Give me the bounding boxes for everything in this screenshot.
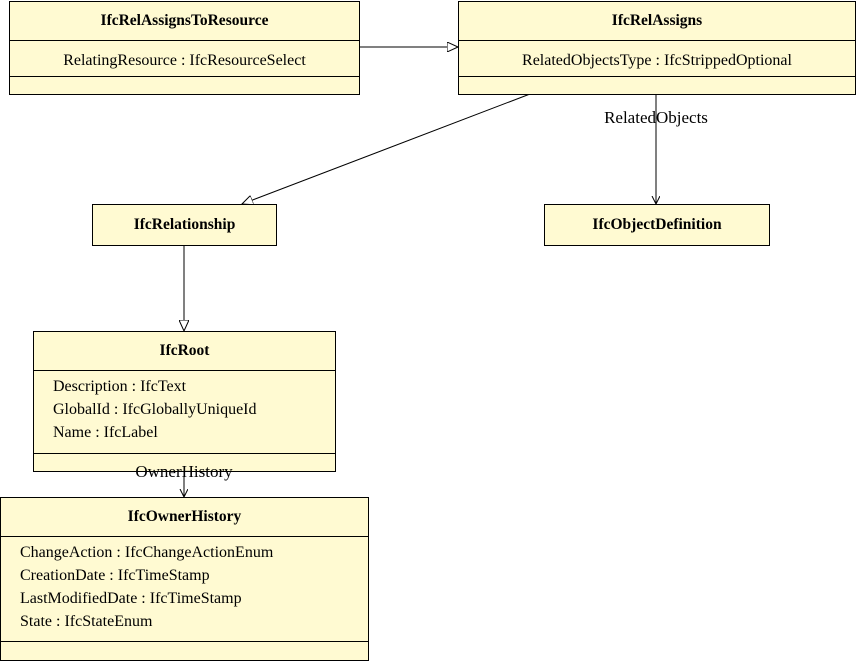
- class-attributes: Description : IfcText GlobalId : IfcGlob…: [34, 370, 335, 453]
- class-operations: [34, 453, 335, 472]
- class-name: IfcOwnerHistory: [127, 508, 242, 525]
- class-attribute: LastModifiedDate : IfcTimeStamp: [20, 590, 242, 607]
- generalization-edge-relassigns-to-relationship: [242, 93, 531, 204]
- class-name: IfcObjectDefinition: [592, 216, 722, 233]
- class-ifc-relationship[interactable]: IfcRelationship: [92, 204, 277, 246]
- class-attributes: ChangeAction : IfcChangeActionEnum Creat…: [1, 536, 368, 641]
- class-attribute: Name : IfcLabel: [53, 424, 158, 441]
- class-ifc-owner-history[interactable]: IfcOwnerHistory ChangeAction : IfcChange…: [0, 497, 369, 661]
- class-operations: [459, 76, 855, 95]
- class-name: IfcRelAssigns: [611, 12, 703, 29]
- edge-label-related-objects: RelatedObjects: [604, 108, 708, 127]
- class-ifc-root[interactable]: IfcRoot Description : IfcText GlobalId :…: [33, 331, 336, 472]
- class-ifc-rel-assigns[interactable]: IfcRelAssigns RelatedObjectsType : IfcSt…: [458, 1, 856, 95]
- class-attribute: Description : IfcText: [53, 378, 187, 395]
- class-name: IfcRelAssignsToResource: [100, 12, 269, 29]
- class-attribute: CreationDate : IfcTimeStamp: [20, 567, 210, 584]
- class-operations: [10, 76, 359, 95]
- class-attribute: State : IfcStateEnum: [20, 613, 153, 630]
- class-ifc-object-definition[interactable]: IfcObjectDefinition: [544, 204, 770, 246]
- class-attribute: ChangeAction : IfcChangeActionEnum: [20, 544, 274, 561]
- class-name: IfcRoot: [159, 342, 210, 359]
- edge-label-owner-history: OwnerHistory: [135, 462, 233, 481]
- class-attribute: GlobalId : IfcGloballyUniqueId: [53, 401, 257, 418]
- class-attribute: RelatedObjectsType : IfcStrippedOptional: [459, 40, 855, 76]
- class-name: IfcRelationship: [133, 216, 236, 233]
- class-ifc-rel-assigns-to-resource[interactable]: IfcRelAssignsToResource RelatingResource…: [9, 1, 360, 95]
- class-operations: [1, 641, 368, 661]
- class-attribute: RelatingResource : IfcResourceSelect: [10, 40, 359, 76]
